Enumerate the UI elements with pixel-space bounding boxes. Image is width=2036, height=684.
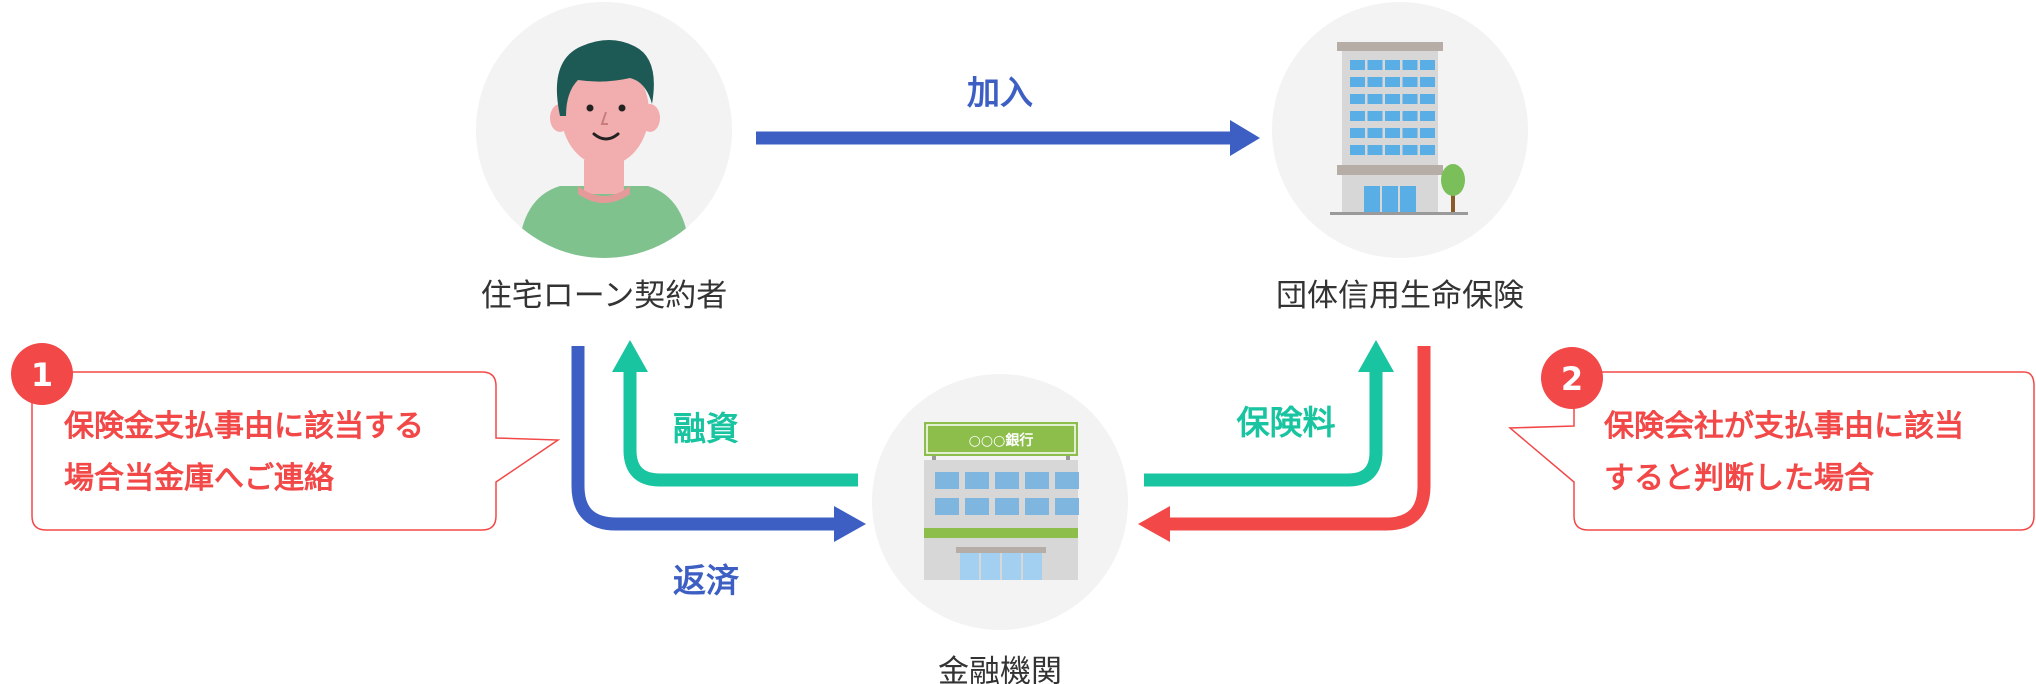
callout-1-number: 1 [31,356,53,394]
bank-window [935,498,959,515]
office-window [1420,94,1435,104]
bank-label: 金融機関 [938,654,1062,684]
callout-2-line-2: すると判断した場合 [1604,461,1874,496]
insurance-node: 団体信用生命保険 [1272,2,1528,314]
bank-window [995,498,1019,515]
payout-arrow [1138,346,1431,542]
bank-node: ○○○銀行 金融機関 [872,374,1128,684]
office-window [1402,145,1418,155]
contractor-label: 住宅ローン契約者 [481,278,727,314]
office-window [1385,145,1400,155]
office-window [1367,111,1383,121]
office-window [1350,77,1365,87]
bank-window [995,472,1019,489]
office-window [1385,77,1400,87]
bank-building-icon: ○○○銀行 [924,422,1079,580]
repay-arrow [571,346,866,542]
office-building-icon [1330,42,1468,215]
office-window [1385,128,1400,138]
callout-1-bubble [31,371,561,531]
bank-window [935,472,959,489]
office-window [1420,60,1435,70]
callout-2-badge [1541,347,1603,409]
office-window [1367,145,1383,155]
office-window [1385,111,1400,121]
join-arrow [756,120,1260,156]
callout-1-line-1: 保険金支払事由に該当する [64,409,424,444]
bank-window [965,472,989,489]
callout-1: 1 保険金支払事由に該当する 場合当金庫へご連絡 [11,343,561,531]
bank-window [1055,498,1079,515]
loan-arrow [612,340,858,487]
office-window [1350,60,1365,70]
office-window [1402,77,1418,87]
callout-1-line-2: 場合当金庫へご連絡 [64,461,335,496]
office-window [1367,94,1383,104]
office-window [1402,94,1418,104]
bank-window [965,498,989,515]
bank-window [1025,472,1049,489]
person-icon [518,40,690,258]
callout-2-line-1: 保険会社が支払事由に該当 [1604,409,1964,444]
office-window [1367,77,1383,87]
office-window [1402,111,1418,121]
office-window [1420,145,1435,155]
office-window [1350,145,1365,155]
office-window [1402,128,1418,138]
bank-window [1025,498,1049,515]
office-window [1350,111,1365,121]
callout-2: 2 保険会社が支払事由に該当 すると判断した場合 [1508,347,2035,531]
insurance-label: 団体信用生命保険 [1276,278,1524,314]
premium-label: 保険料 [1237,403,1336,442]
office-window [1385,60,1400,70]
office-window [1350,94,1365,104]
premium-arrow [1144,340,1394,487]
loan-label: 融資 [673,409,739,448]
office-window [1367,128,1383,138]
bank-window [1055,472,1079,489]
office-window [1367,60,1383,70]
contractor-node: 住宅ローン契約者 [476,2,732,314]
join-label: 加入 [967,73,1033,112]
office-window [1350,128,1365,138]
office-window [1420,128,1435,138]
bank-sign-text: ○○○銀行 [969,432,1034,449]
office-window [1420,111,1435,121]
repay-label: 返済 [673,561,740,600]
callout-2-number: 2 [1561,360,1583,398]
office-window [1420,77,1435,87]
office-window [1402,60,1418,70]
callout-1-badge [11,343,73,405]
office-window [1385,94,1400,104]
